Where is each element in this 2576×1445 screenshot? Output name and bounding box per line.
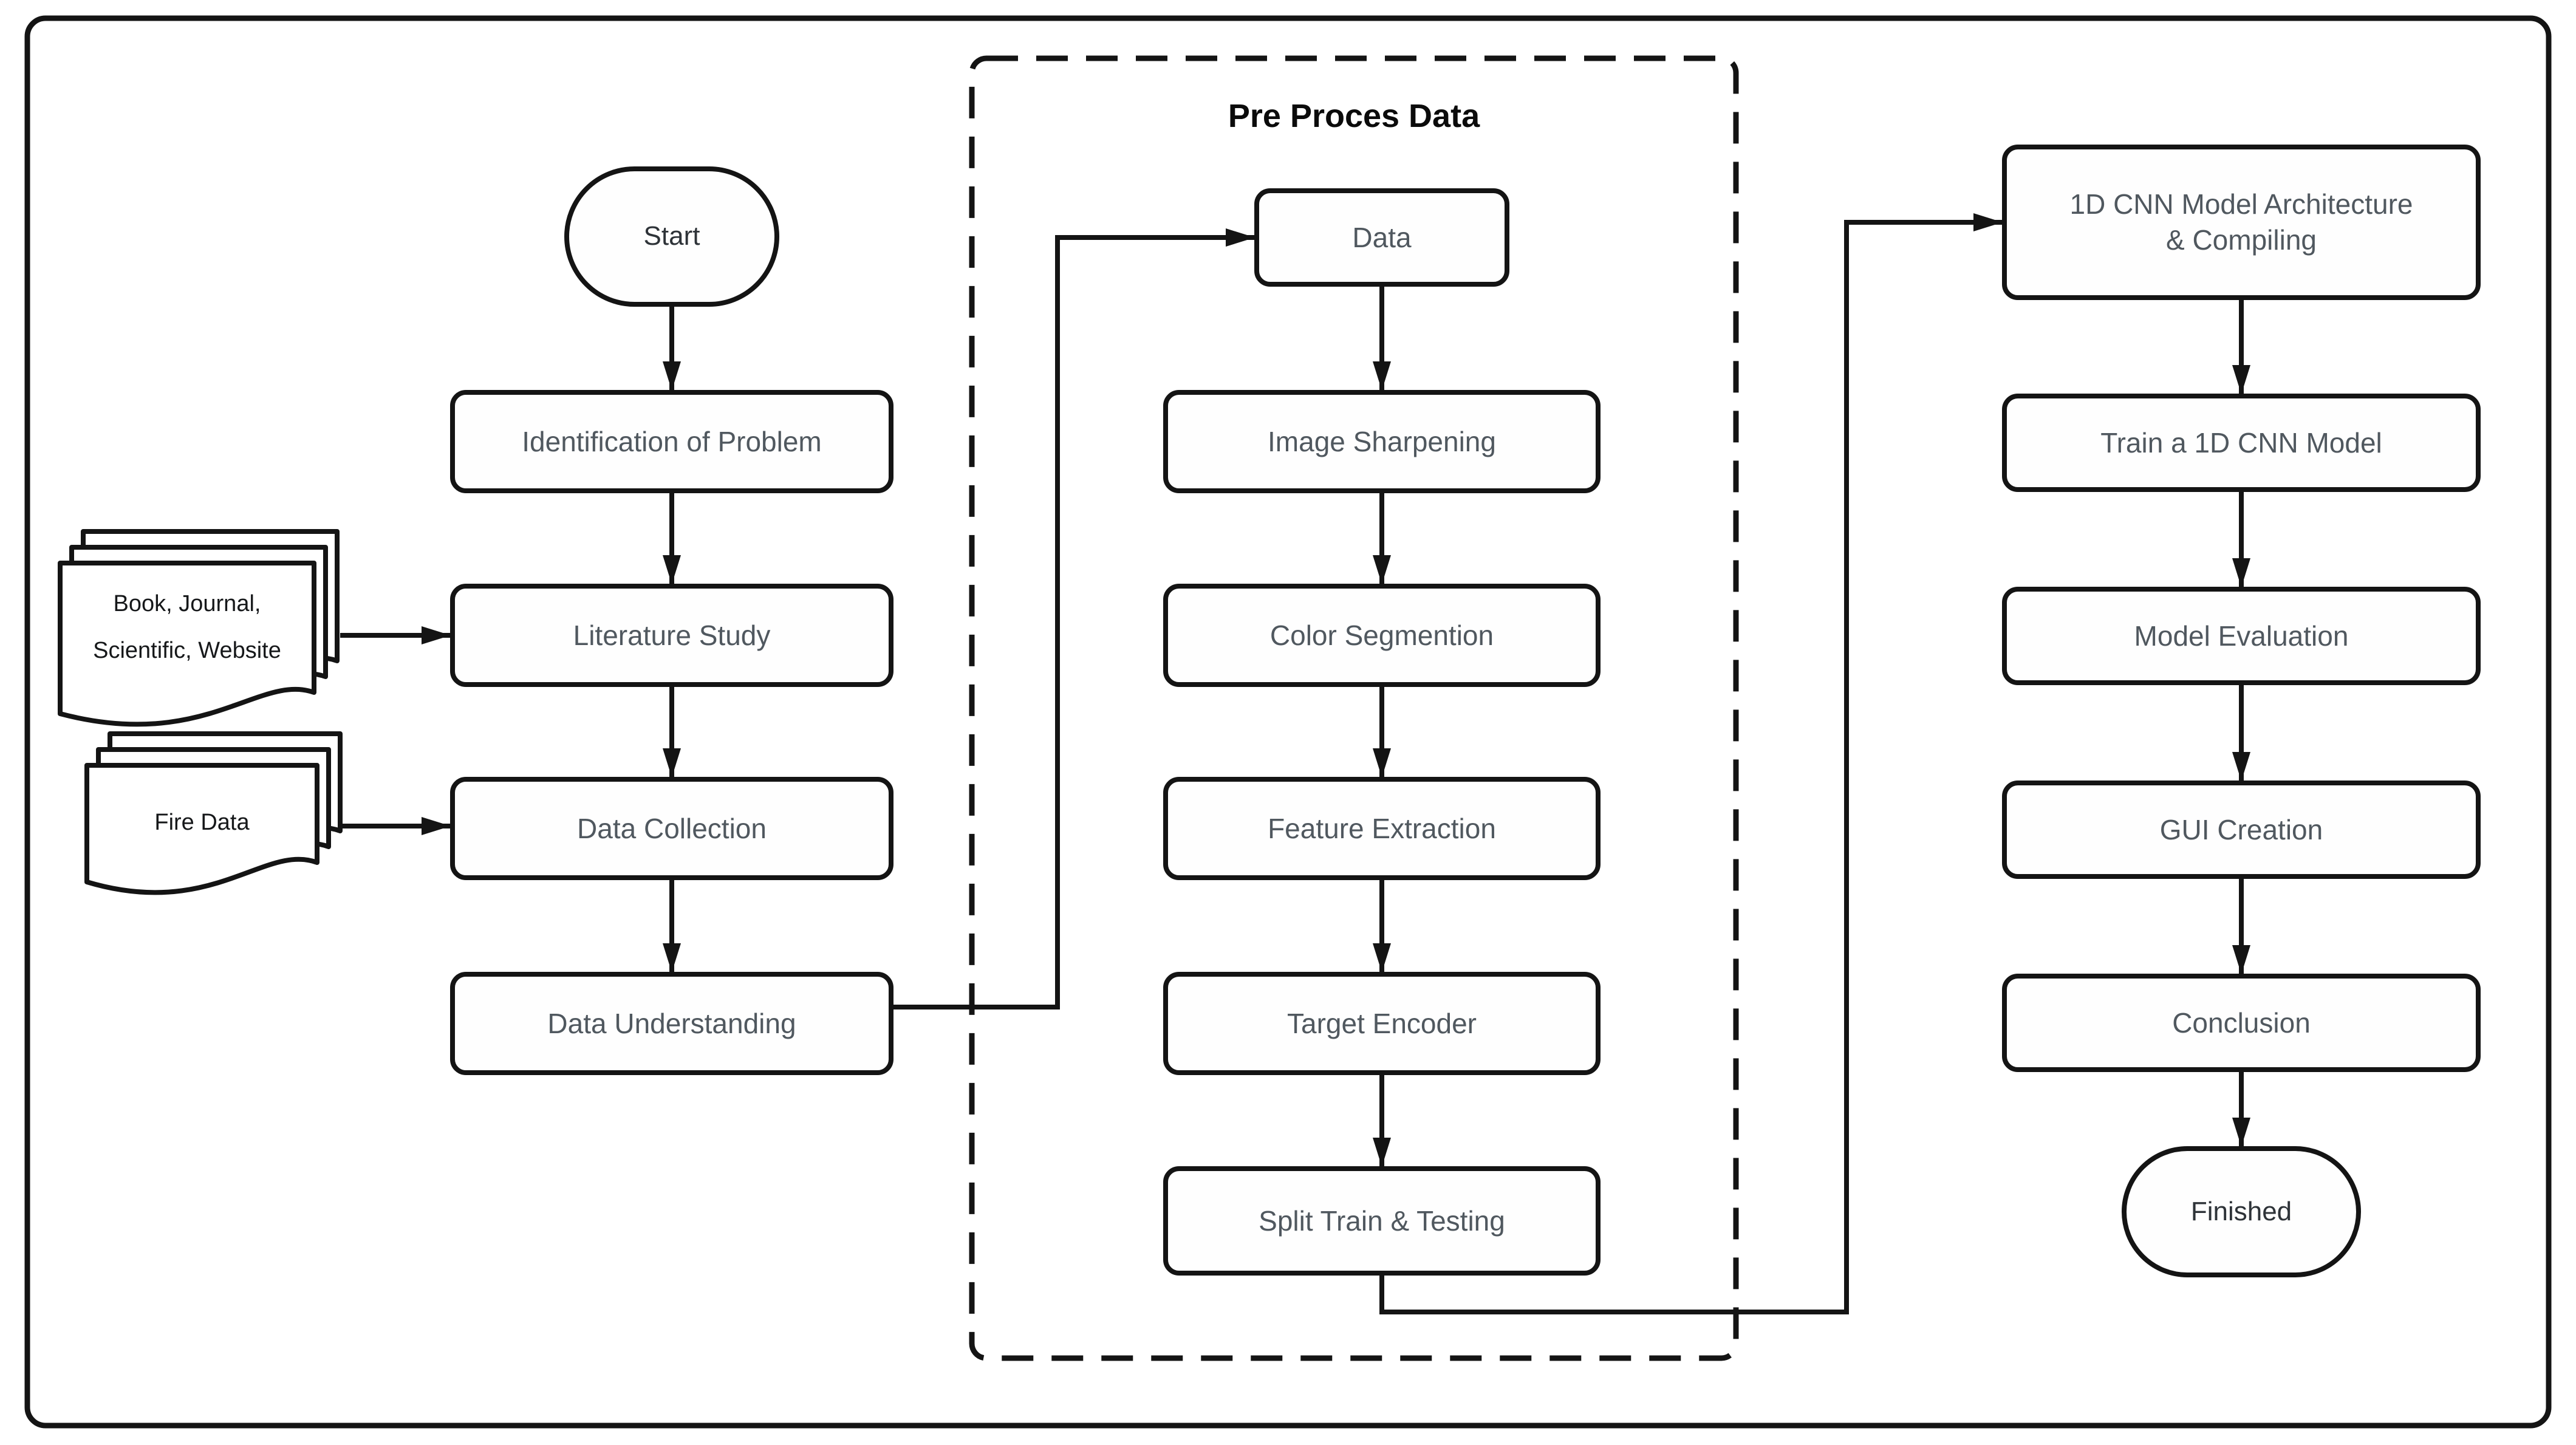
node-color-segmention: Color Segmention [1163,584,1601,687]
document-books-label-line2: Scientific, Website [93,638,281,663]
preprocess-group-title: Pre Proces Data [1228,98,1480,134]
node-train-cnn-model: Train a 1D CNN Model [2002,394,2481,492]
node-identification-of-problem: Identification of Problem [450,390,893,493]
preprocess-group-border [969,55,1739,1361]
node-cnn-architecture-line1: 1D CNN Model Architecture [2069,188,2413,220]
node-data-understanding: Data Understanding [450,972,893,1075]
node-split-train-testing: Split Train & Testing [1163,1166,1601,1276]
node-cnn-architecture: 1D CNN Model Architecture & Compiling [2002,145,2481,300]
node-data-collection: Data Collection [450,777,893,880]
node-target-encoder: Target Encoder [1163,972,1601,1075]
connector-understanding-to-data [893,228,1255,1009]
connectors [340,213,2250,1314]
connector-split-to-cnn [1379,213,2003,1314]
node-cnn-architecture-line2: & Compiling [2166,224,2317,256]
document-books-shape [58,529,340,727]
node-data: Data [1254,188,1509,287]
node-conclusion: Conclusion [2002,974,2481,1072]
document-books-label-line1: Book, Journal, [113,591,261,617]
document-fire-label: Fire Data [154,810,250,835]
node-start: Start [564,166,779,307]
document-fire-shape [84,731,343,895]
document-books-label: Book, Journal, Scientific, Website [60,581,314,674]
node-image-sharpening: Image Sharpening [1163,390,1601,493]
node-finished: Finished [2122,1146,2361,1277]
node-gui-creation: GUI Creation [2002,781,2481,879]
node-literature-study: Literature Study [450,584,893,687]
outer-border [24,15,2552,1429]
node-model-evaluation: Model Evaluation [2002,587,2481,685]
node-feature-extraction: Feature Extraction [1163,777,1601,880]
